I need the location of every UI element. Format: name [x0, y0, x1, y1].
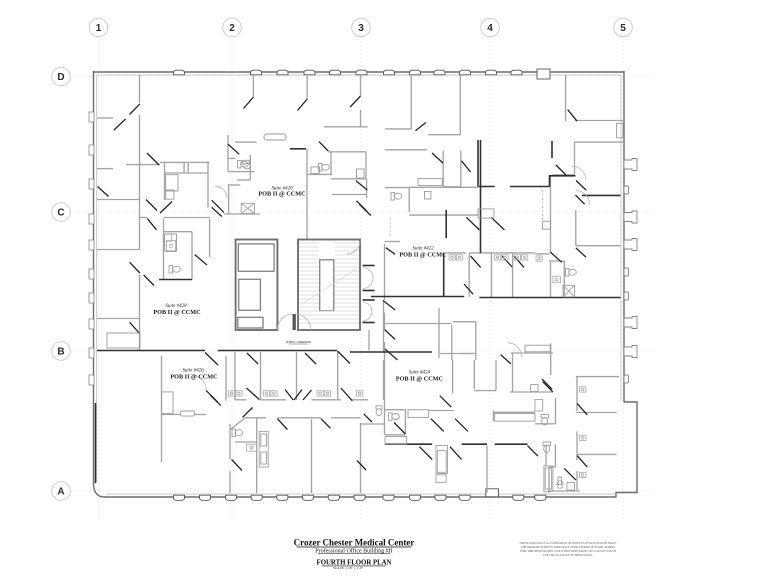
svg-text:POB II @ CCMC: POB II @ CCMC: [399, 252, 446, 259]
svg-text:A: A: [57, 487, 64, 498]
svg-text:2: 2: [229, 23, 235, 34]
svg-text:3: 3: [358, 23, 364, 34]
svg-text:1: 1: [96, 23, 102, 34]
svg-text:POB II @ CCMC: POB II @ CCMC: [153, 309, 200, 316]
svg-text:POB II @ CCMC: POB II @ CCMC: [258, 191, 305, 198]
svg-text:4: 4: [487, 23, 493, 34]
svg-text:POB II @ CCMC: POB II @ CCMC: [396, 376, 443, 383]
svg-text:D: D: [57, 72, 64, 83]
svg-text:THE SEPARATE SURVEYS TOOK PLAC: THE SEPARATE SURVEYS TOOK PLACE OVER A S…: [521, 546, 615, 549]
svg-text:Suite #422: Suite #422: [412, 247, 434, 252]
svg-text:Crozer Chester Medical Center: Crozer Chester Medical Center: [294, 538, 415, 548]
svg-text:SCALE: 1/16" = 1'-0": SCALE: 1/16" = 1'-0": [333, 566, 364, 570]
svg-text:POB II @ CCMC: POB II @ CCMC: [170, 374, 217, 381]
svg-text:Suite #428: Suite #428: [165, 304, 187, 309]
svg-text:Suite #420: Suite #420: [271, 187, 293, 192]
svg-text:B: B: [57, 347, 64, 358]
svg-text:Suite #424: Suite #424: [409, 371, 431, 376]
svg-text:Professional Office Building #: Professional Office Building #II: [315, 547, 392, 554]
svg-text:C: C: [57, 208, 64, 219]
svg-text:FOURTH FLOOR PLAN: FOURTH FLOOR PLAN: [317, 560, 392, 567]
svg-text:Suite #426: Suite #426: [182, 369, 204, 374]
svg-text:FOR THE ACCURACY OF THESE PLAN: FOR THE ACCURACY OF THESE PLANS.: [543, 554, 593, 557]
svg-text:PUBLIC CORRIDOR: PUBLIC CORRIDOR: [286, 341, 311, 344]
svg-text:THIS FLOOR PLAN IS A CULMINATI: THIS FLOOR PLAN IS A CULMINATION OF SURV…: [519, 542, 617, 545]
svg-text:THAT TIME RENOVATIONS COULD HA: THAT TIME RENOVATIONS COULD HAVE BEEN MA…: [520, 550, 616, 553]
svg-text:5: 5: [620, 23, 626, 34]
